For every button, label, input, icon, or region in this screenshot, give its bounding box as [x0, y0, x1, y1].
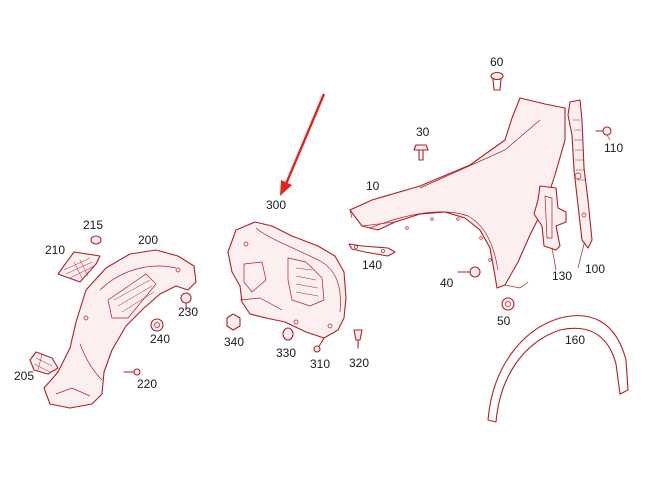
screw-part-310[interactable]	[313, 337, 325, 353]
callout-130: 130	[552, 269, 572, 283]
callout-60: 60	[490, 55, 504, 69]
clip-part-320[interactable]	[353, 329, 363, 349]
callout-40: 40	[440, 276, 454, 290]
callout-110: 110	[604, 141, 623, 155]
callout-100: 100	[585, 262, 605, 276]
callout-230: 230	[178, 305, 198, 319]
callout-330: 330	[276, 346, 296, 360]
clip-part-60[interactable]	[490, 71, 504, 91]
nut-part-240[interactable]	[150, 318, 164, 332]
callout-200: 200	[138, 233, 158, 247]
leader-lines	[551, 134, 611, 271]
clip-part-215[interactable]	[90, 235, 102, 245]
strip-part-130[interactable]	[533, 185, 567, 251]
callout-310: 310	[310, 357, 330, 371]
callout-340: 340	[224, 335, 244, 349]
bolt-part-40[interactable]	[457, 266, 481, 278]
screw-part-220[interactable]	[123, 368, 141, 376]
callout-210: 210	[45, 243, 65, 257]
grille-part-205[interactable]	[29, 351, 59, 375]
screw-part-110[interactable]	[595, 126, 612, 136]
callout-160: 160	[565, 333, 585, 347]
grille-part-210[interactable]	[57, 251, 101, 283]
fender-part-10[interactable]	[349, 97, 566, 289]
clip-part-30[interactable]	[413, 144, 429, 161]
bracket-part-140[interactable]	[348, 243, 396, 257]
nut-part-50[interactable]	[501, 297, 515, 311]
wheelhouse-liner-part-300[interactable]	[227, 221, 347, 339]
callout-320: 320	[349, 356, 369, 370]
nut-part-330[interactable]	[282, 327, 294, 341]
callout-10: 10	[366, 179, 380, 193]
callout-140: 140	[362, 258, 382, 272]
callout-30: 30	[416, 125, 430, 139]
callout-300: 300	[266, 198, 286, 212]
highlight-arrow	[280, 93, 326, 196]
nut-part-340[interactable]	[226, 313, 241, 331]
screw-part-230[interactable]	[180, 292, 192, 311]
callout-240: 240	[150, 332, 170, 346]
wheelhouse-liner-part-200[interactable]	[43, 249, 197, 409]
callout-215: 215	[83, 218, 103, 232]
arch-moulding-part-160[interactable]	[487, 315, 629, 423]
bracket-part-100[interactable]	[567, 99, 593, 249]
callout-205: 205	[14, 369, 34, 383]
callout-50: 50	[497, 314, 511, 328]
callout-220: 220	[137, 377, 157, 391]
